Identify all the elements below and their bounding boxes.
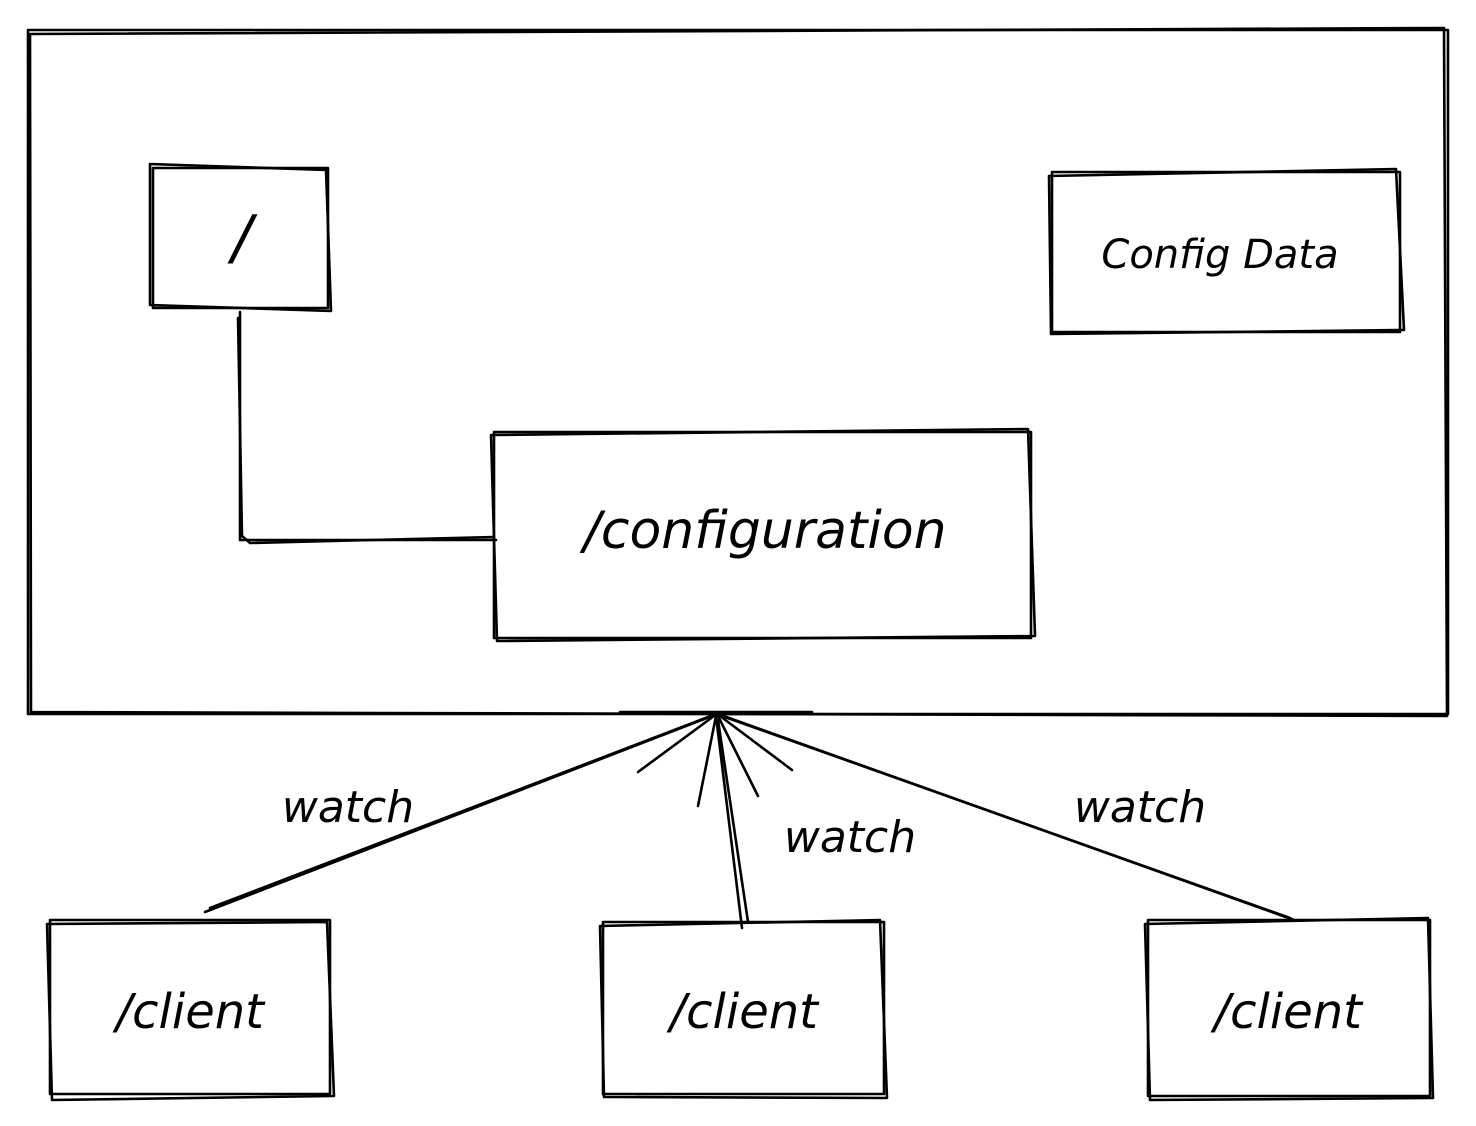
root-to-configuration-connector [236,310,498,545]
root-node: / [148,162,333,313]
config-data-node: Config Data [1047,167,1406,336]
client-node-1-label: /client [112,984,266,1040]
client-node-3-label: /client [1210,984,1364,1040]
client-node-1: /client [45,918,336,1102]
client-node-2: /client [598,918,889,1100]
configuration-node-label: /configuration [579,501,946,561]
watch-edge-1 [203,712,718,914]
watch-edge-2 [714,714,750,930]
config-data-label: Config Data [1101,232,1338,278]
client-node-2-label: /client [666,984,820,1040]
store-container [26,26,1450,718]
client-node-3: /client [1143,916,1435,1102]
watch-label-2: watch [784,812,916,863]
configuration-node: /configuration [489,427,1037,643]
watch-edge-3 [716,712,1296,922]
watch-arrowheads [618,710,814,808]
root-node-label: / [227,203,258,273]
watch-label-1: watch [282,782,414,833]
watch-label-3: watch [1074,782,1206,833]
